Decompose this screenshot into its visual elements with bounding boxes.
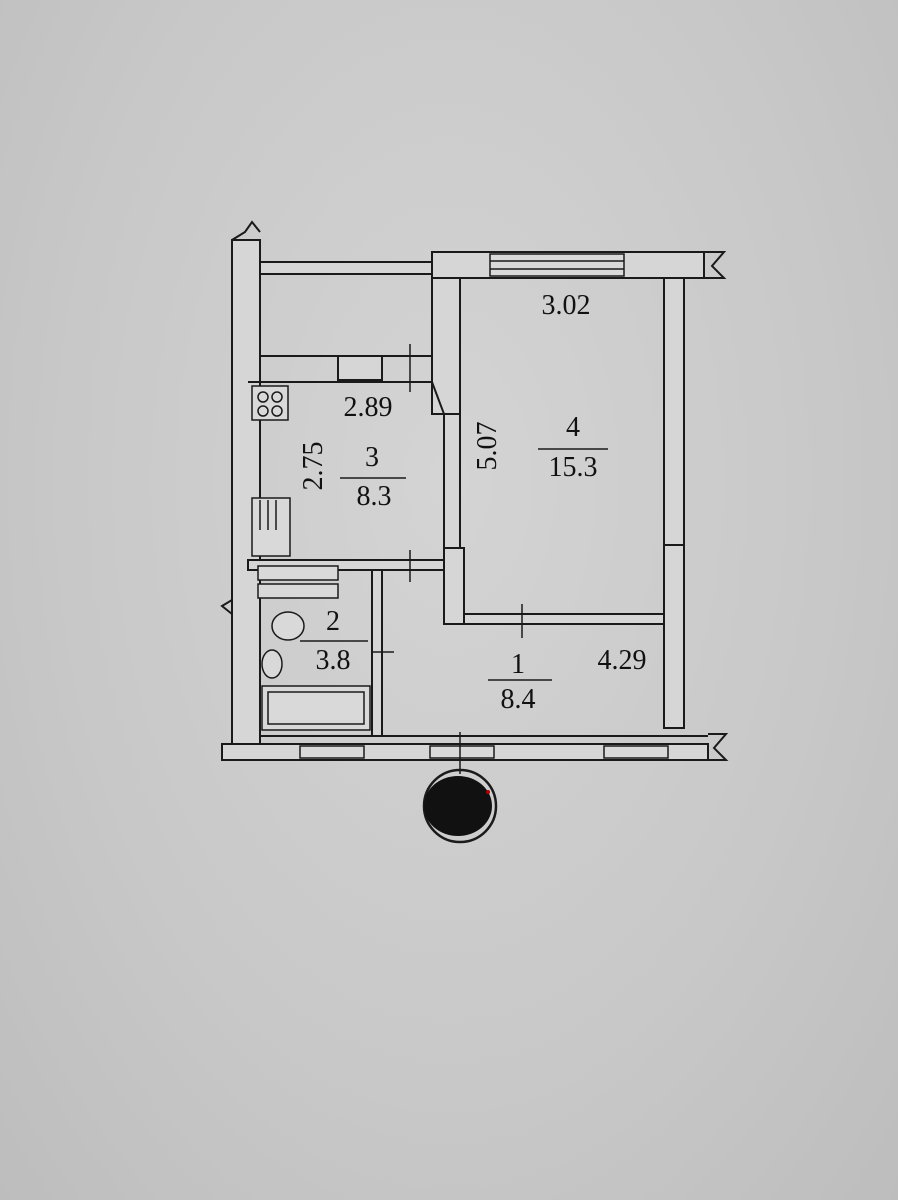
room-2-number: 2 [326, 606, 340, 637]
burner-icon [257, 405, 269, 417]
wall-break-left [220, 599, 233, 615]
bathtub-inner [267, 691, 365, 725]
kitchen-sink-icon [251, 497, 291, 557]
balcony-railing [259, 261, 433, 275]
room-1-area: 8.4 [501, 684, 536, 715]
hall-length-dimension: 4.29 [598, 645, 647, 676]
living-length-dimension: 5.07 [472, 422, 503, 471]
living-width-dimension: 3.02 [542, 290, 591, 321]
redaction-mark [424, 776, 492, 836]
right-exterior-wall [663, 277, 685, 729]
room-4-number: 4 [566, 412, 580, 443]
partition-column [443, 547, 465, 625]
room-4-area: 15.3 [549, 452, 598, 483]
entrance-door [299, 745, 365, 759]
room-3-area: 8.3 [357, 481, 392, 512]
kitchen-bottom-wall [247, 559, 445, 571]
entrance-door-2 [429, 745, 495, 759]
kitchen-living-partition [443, 413, 461, 549]
room-3-number: 3 [365, 442, 379, 473]
bathroom-right-wall [371, 569, 383, 737]
toilet-icon [271, 611, 305, 641]
balcony-door [337, 355, 383, 381]
cabinet-icon [257, 583, 339, 599]
burner-icon [257, 391, 269, 403]
burner-icon [271, 391, 283, 403]
room-2-area: 3.8 [316, 645, 351, 676]
living-room-window [489, 253, 625, 277]
wall-break-top-left [231, 220, 261, 241]
burner-icon [271, 405, 283, 417]
living-room-bottom-wall [463, 613, 665, 625]
washer-icon [257, 565, 339, 581]
room-1-number: 1 [511, 649, 525, 680]
washbasin-icon [261, 649, 283, 679]
kitchen-length-dimension: 2.75 [298, 442, 329, 491]
bathtub-icon [261, 685, 371, 731]
wall-break-bottom-right [708, 733, 729, 761]
stove-icon [251, 385, 289, 421]
kitchen-corner [431, 381, 445, 415]
red-dot [486, 790, 490, 794]
wall-break-top-right [704, 251, 727, 279]
bottom-window [603, 745, 669, 759]
kitchen-width-dimension: 2.89 [344, 392, 393, 423]
